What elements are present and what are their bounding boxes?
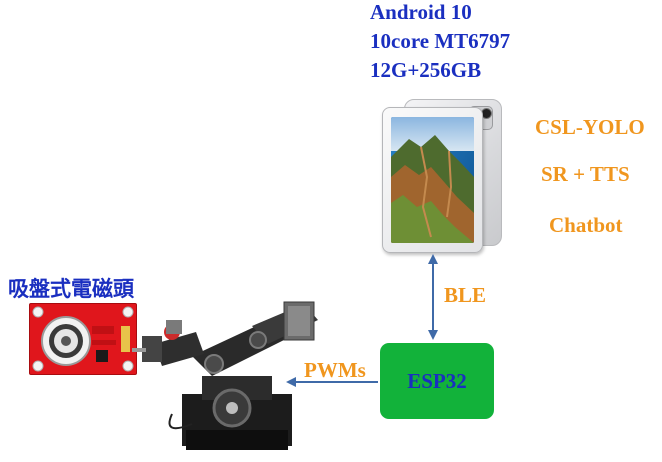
spec-cpu: 10core MT6797 xyxy=(370,29,511,53)
controller-box: ESP32 xyxy=(380,343,494,419)
controller-label: ESP32 xyxy=(407,368,467,393)
module-title: 吸盤式電磁頭 xyxy=(8,277,134,301)
pwm-label: PWMs xyxy=(304,358,366,382)
feature-detector: CSL-YOLO xyxy=(535,115,645,139)
robot-arm-image xyxy=(132,301,318,450)
spec-os: Android 10 xyxy=(370,0,472,24)
feature-speech: SR + TTS xyxy=(541,162,630,186)
ble-label: BLE xyxy=(444,283,487,307)
electromagnet-module-image xyxy=(29,303,137,375)
tablet-screen-landscape xyxy=(391,117,474,243)
feature-chat: Chatbot xyxy=(549,213,623,237)
tablet-image xyxy=(382,107,483,253)
spec-memory: 12G+256GB xyxy=(370,58,482,82)
